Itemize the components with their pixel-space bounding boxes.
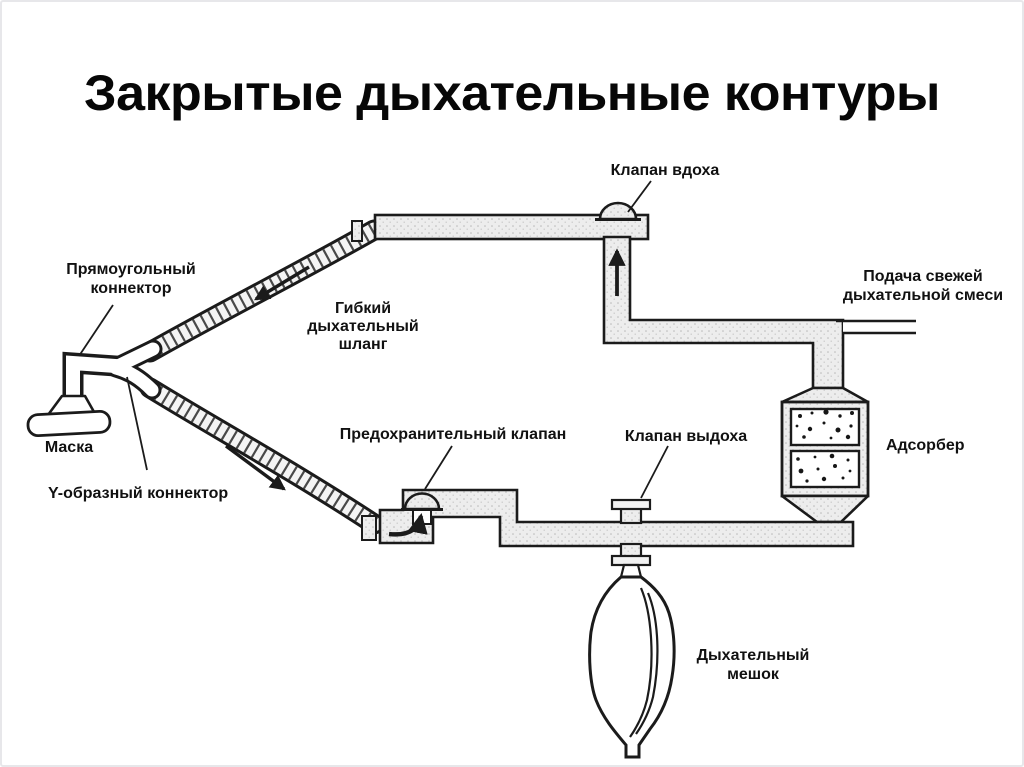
pointer-inhale-valve <box>627 180 652 213</box>
inhale-valve <box>595 201 641 221</box>
hose-pipe-collar <box>351 220 363 242</box>
bag-connector <box>610 542 652 579</box>
inhale-valve-downpipe <box>602 235 845 390</box>
exhale-valve <box>610 498 652 525</box>
adsorbent-granules <box>795 409 854 483</box>
fresh-gas-inlet-pipe <box>836 319 916 335</box>
label-exhale-valve: Клапан выдоха <box>625 428 747 445</box>
label-breathing-bag-line1: Дыхательный <box>697 647 810 664</box>
flow-arrow-from-mask-icon <box>224 444 286 491</box>
label-rect-connector-line1: Прямоугольный <box>66 261 195 278</box>
label-fresh-gas-line1: Подача свежей <box>863 268 982 285</box>
pointer-y-connector <box>126 376 148 471</box>
label-adsorber: Адсорбер <box>886 437 965 454</box>
hose-pipe-collar-lower <box>361 515 377 541</box>
adsorber-canister <box>780 386 870 524</box>
label-flexible-hose-line2: дыхательный <box>307 318 419 335</box>
flexible-hose-expiratory <box>139 377 385 535</box>
label-fresh-gas-line2: дыхательной смеси <box>843 287 1003 304</box>
label-flexible-hose-line1: Гибкий <box>335 300 391 317</box>
safety-valve-flow-arrow-icon <box>388 513 428 537</box>
label-flexible-hose-line3: шланг <box>339 336 388 353</box>
label-mask: Маска <box>45 439 93 456</box>
label-safety-valve: Предохранительный клапан <box>340 426 567 443</box>
label-inhale-valve: Клапан вдоха <box>611 162 720 179</box>
label-breathing-bag-line2: мешок <box>727 666 780 683</box>
expiratory-pipe <box>378 488 855 548</box>
y-connector <box>62 339 163 400</box>
flow-arrow-toward-mask-icon <box>253 265 310 301</box>
face-mask <box>26 394 112 438</box>
label-y-connector: Y-образный коннектор <box>48 485 228 502</box>
page-title: Закрытые дыхательные контуры <box>84 65 940 121</box>
pointer-rect-connector <box>78 304 114 357</box>
label-rect-connector-line2: коннектор <box>91 280 172 297</box>
pointer-safety-valve <box>424 445 453 490</box>
adsorbent-cartridge-bottom <box>789 449 861 489</box>
breathing-bag <box>588 575 676 759</box>
pointer-exhale-valve <box>640 445 669 499</box>
